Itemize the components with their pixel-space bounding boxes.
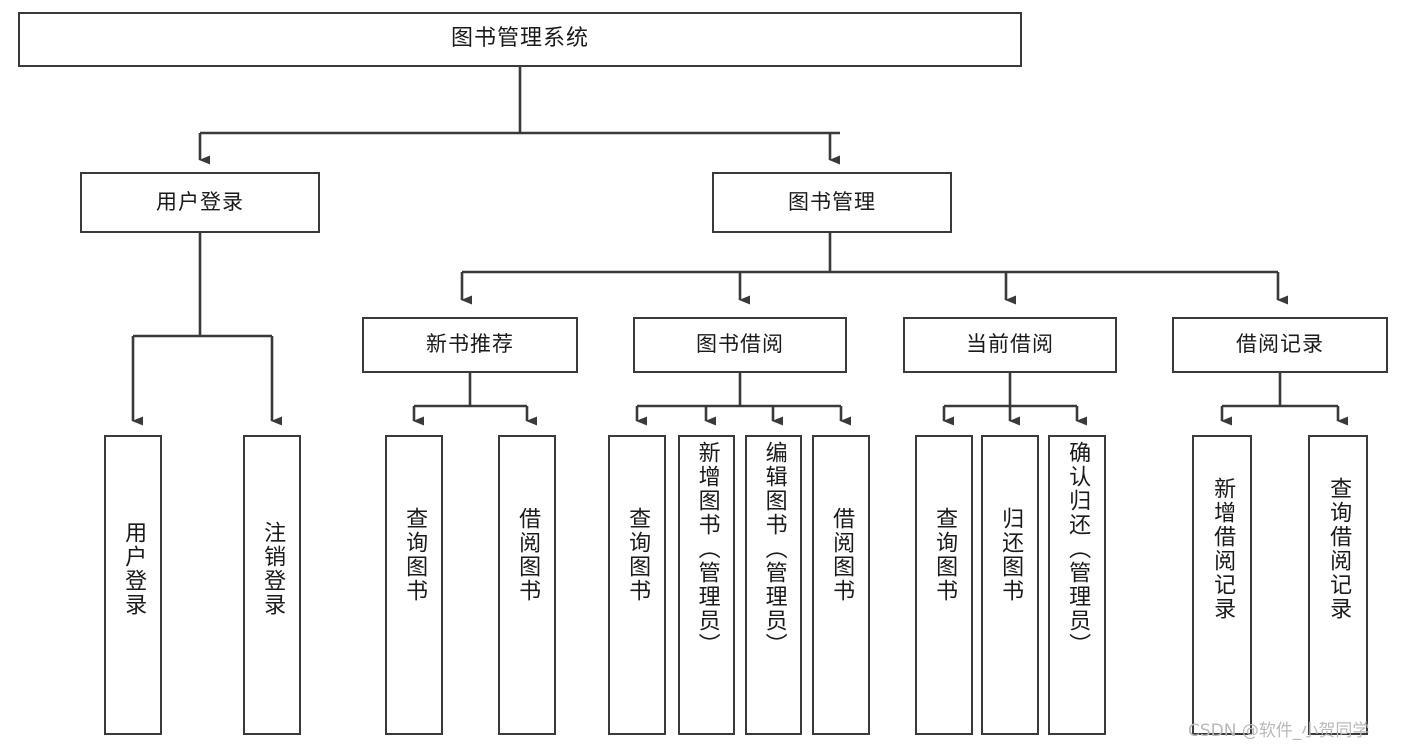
node-borrow-record[interactable]: 借阅记录: [1172, 317, 1388, 373]
node-label: 借阅记录: [1236, 332, 1324, 357]
watermark: CSDN @软件_小贺同学: [1188, 721, 1370, 741]
node-label: 图书借阅: [696, 332, 784, 357]
node-user-login[interactable]: 用户登录: [80, 172, 320, 233]
leaf-label: 查询借阅记录: [1326, 477, 1352, 621]
node-label: 当前借阅: [966, 332, 1054, 357]
node-book-management[interactable]: 图书管理: [712, 172, 952, 233]
leaf-borrow-book-recommend[interactable]: 借阅图书: [498, 435, 556, 735]
leaf-label: 归还图书: [998, 507, 1024, 603]
leaf-label: 用户登录: [121, 521, 147, 617]
leaf-label: 查询图书: [625, 507, 651, 603]
node-label: 用户登录: [156, 189, 244, 214]
leaf-query-borrow-record[interactable]: 查询借阅记录: [1308, 435, 1368, 735]
node-label: 图书管理系统: [450, 26, 589, 52]
leaf-label: 新增图书（管理员）: [694, 441, 720, 657]
leaf-logout[interactable]: 注销登录: [243, 435, 301, 735]
leaf-label: 借阅图书: [829, 507, 855, 603]
leaf-borrow-book[interactable]: 借阅图书: [812, 435, 870, 735]
node-book-borrow[interactable]: 图书借阅: [633, 317, 847, 373]
leaf-label: 注销登录: [260, 521, 286, 617]
leaf-label: 确认归还（管理员）: [1065, 441, 1091, 657]
leaf-confirm-return-admin[interactable]: 确认归还（管理员）: [1048, 435, 1106, 735]
leaf-user-login[interactable]: 用户登录: [104, 435, 162, 735]
leaf-return-book[interactable]: 归还图书: [981, 435, 1039, 735]
node-root-book-management-system[interactable]: 图书管理系统: [18, 12, 1022, 67]
leaf-label: 借阅图书: [515, 507, 541, 603]
leaf-label: 查询图书: [932, 507, 958, 603]
leaf-query-book-current[interactable]: 查询图书: [915, 435, 973, 735]
node-current-borrow[interactable]: 当前借阅: [903, 317, 1117, 373]
leaf-add-borrow-record[interactable]: 新增借阅记录: [1192, 435, 1252, 735]
leaf-label: 编辑图书（管理员）: [761, 441, 787, 657]
node-new-book-recommend[interactable]: 新书推荐: [362, 317, 578, 373]
leaf-query-book-borrow[interactable]: 查询图书: [608, 435, 666, 735]
leaf-label: 新增借阅记录: [1210, 477, 1236, 621]
leaf-edit-book-admin[interactable]: 编辑图书（管理员）: [745, 435, 802, 735]
leaf-add-book-admin[interactable]: 新增图书（管理员）: [678, 435, 735, 735]
leaf-label: 查询图书: [402, 507, 428, 603]
node-label: 图书管理: [788, 189, 876, 214]
node-label: 新书推荐: [426, 332, 514, 357]
leaf-query-book-recommend[interactable]: 查询图书: [385, 435, 443, 735]
